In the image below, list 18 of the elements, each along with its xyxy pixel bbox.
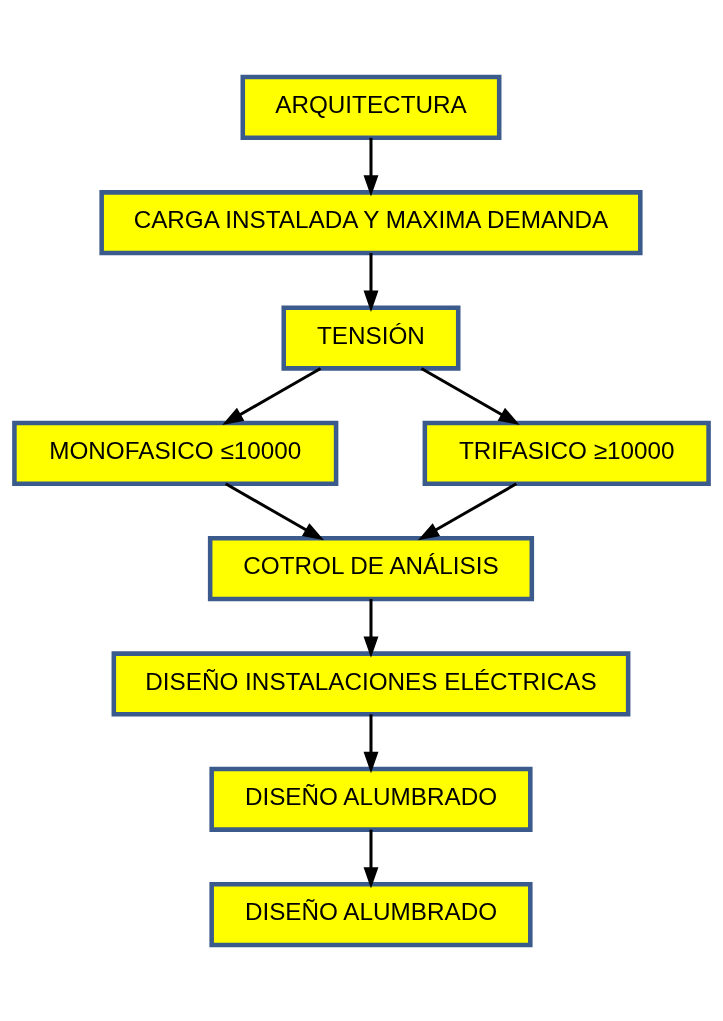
- node-box: DISEÑO INSTALACIONES ELÉCTRICAS: [111, 650, 631, 717]
- arrow: [363, 137, 379, 197]
- arrow: [224, 481, 325, 540]
- node-box: CARGA INSTALADA Y MAXIMA DEMANDA: [99, 189, 643, 255]
- arrow: [420, 366, 520, 425]
- arrow: [417, 481, 518, 540]
- arrow: [363, 829, 379, 888]
- node-box: DISEÑO ALUMBRADO: [209, 766, 533, 832]
- arrow: [363, 598, 379, 658]
- node-box: COTROL DE ANÁLISIS: [207, 535, 535, 601]
- arrow: [363, 252, 379, 312]
- arrow: [222, 366, 322, 425]
- node-box: TENSIÓN: [281, 304, 461, 371]
- node-box: MONOFASICO ≤10000: [12, 420, 339, 486]
- arrow: [363, 713, 379, 773]
- node-box: TRIFASICO ≥10000: [422, 420, 711, 486]
- node-box: DISEÑO ALUMBRADO: [209, 881, 533, 947]
- node-box: ARQUITECTURA: [240, 74, 502, 140]
